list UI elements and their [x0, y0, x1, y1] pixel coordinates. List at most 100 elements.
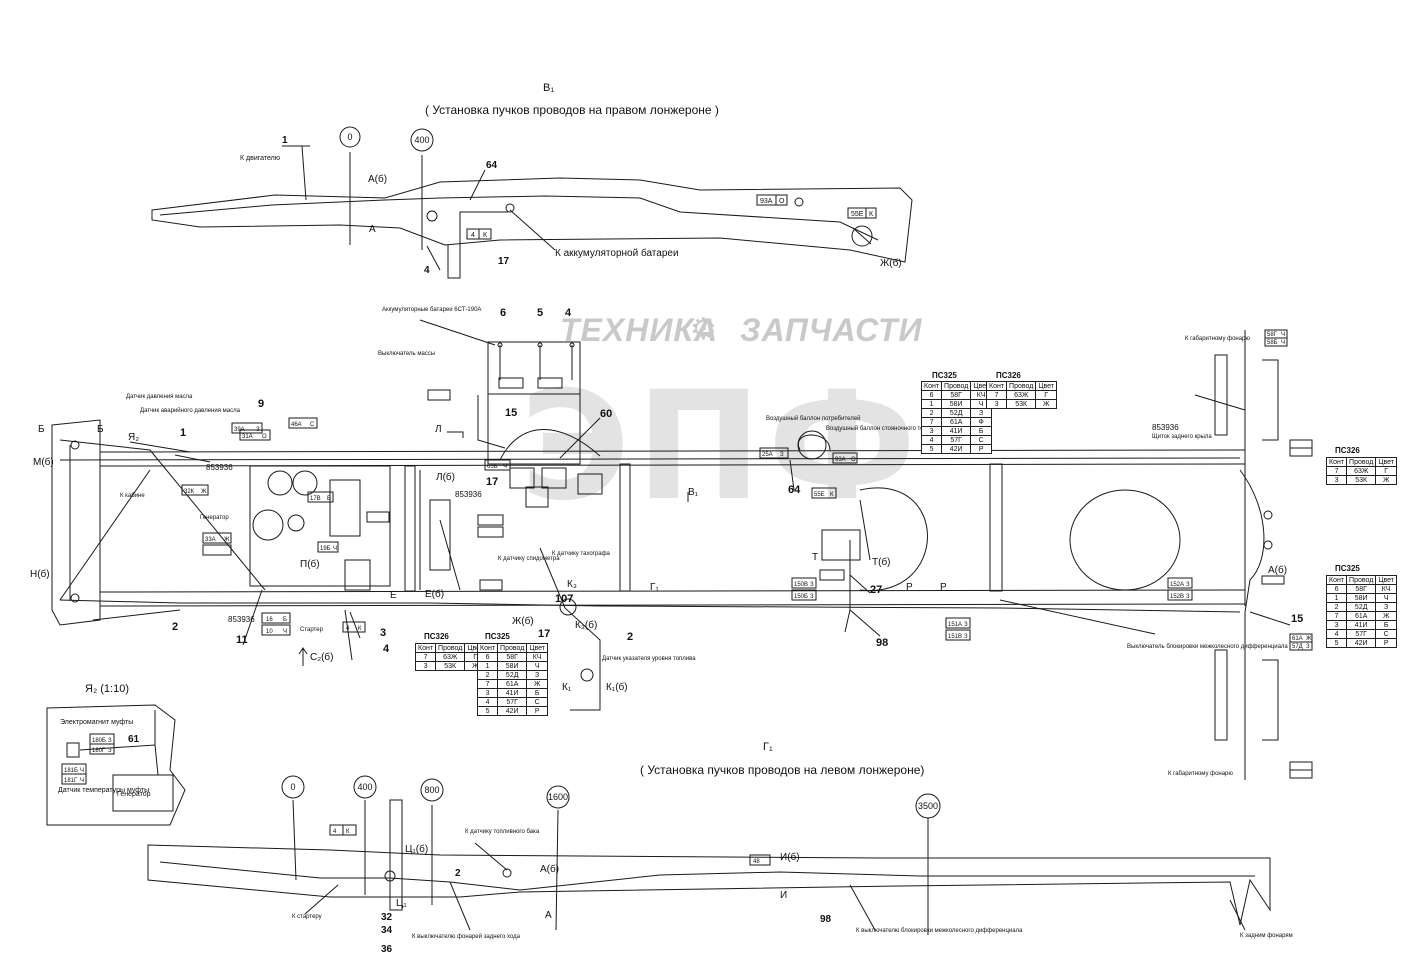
wire-tag: 17В [310, 496, 321, 502]
table-cell: 7 [476, 679, 499, 689]
mark-a-top: А [369, 224, 376, 235]
tag-4-bottom: 4 [333, 829, 337, 835]
main-harness-top [59, 457, 1241, 461]
mark-p6: П(б) [300, 558, 320, 570]
table-cell: КЧ [1375, 584, 1398, 594]
wire-tag-color: З [1306, 644, 1310, 650]
mark-r1: Р [906, 582, 913, 593]
table-header: Конт [1325, 575, 1348, 585]
mark-t6: Т(б) [872, 556, 891, 568]
num-17-top: 17 [498, 256, 510, 267]
table-cell: З [970, 408, 993, 418]
num-64-main: 64 [788, 484, 801, 496]
wire-tag-color: З [256, 427, 260, 433]
mark-r2: Р [940, 582, 947, 593]
table-header: Цвет [1375, 575, 1398, 585]
table-header: Цвет [1375, 457, 1398, 467]
label-air-tank2: Воздушный баллон потребителей [766, 415, 860, 422]
table-cell: 2 [1325, 602, 1348, 612]
table-cell: Р [970, 444, 993, 454]
table-cell: 53К [1346, 475, 1377, 485]
table-cell: Ж [1035, 399, 1058, 409]
label-to-starter: К стартеру [292, 914, 322, 920]
inset-tag: 181Б [64, 768, 78, 774]
station-bottom-0: 0 [290, 782, 295, 792]
mark-t: Т [812, 552, 818, 563]
table-header: Конт [920, 381, 943, 391]
table-cell: 63Ж [1346, 466, 1377, 476]
label-853936-c: 853936 [1152, 423, 1179, 432]
wire-tag: 152А [1170, 582, 1184, 588]
table-cell: 7 [1325, 611, 1348, 621]
label-switch: Выключатель массы [378, 351, 435, 357]
num-4-main: 4 [565, 307, 572, 319]
table-cell: 4 [1325, 629, 1348, 639]
num-4b-main: 4 [383, 643, 390, 655]
wire-tag: 19Б [320, 546, 331, 552]
label-rear-shield: Щиток заднего крыла [1152, 434, 1212, 440]
inset-tag-color: Ч [80, 778, 84, 784]
wire-tag-color: Ч [1281, 340, 1285, 346]
label-air-tank: Воздушный баллон стояночного тормоза [826, 425, 941, 432]
num-98-main: 98 [876, 637, 888, 649]
inset-tag-color: Ч [80, 768, 84, 774]
mark-k3b: К₃(б) [575, 619, 597, 631]
wire-tag-color: З [964, 622, 968, 628]
table-cell: 52Д [1346, 602, 1377, 612]
table-cell: 1 [476, 661, 499, 671]
num-2b-main: 2 [627, 631, 633, 643]
mark-g1: Г₁ [650, 582, 659, 593]
station-top-400: 400 [414, 135, 429, 145]
table-cell: 58Г [497, 652, 528, 662]
table-cell: 6 [476, 652, 499, 662]
label-to-battery: К аккумуляторной батареи [555, 247, 679, 259]
wire-tag-color: Б [283, 617, 287, 623]
table-cell: 3 [920, 426, 943, 436]
table-cell: 5 [1325, 638, 1348, 648]
label-rear-lamp-bottom: К габаритному фонарю [1168, 771, 1233, 777]
table-cell: 53К [1006, 399, 1037, 409]
table-cell: 42И [1346, 638, 1377, 648]
inset-tag: 180Г [92, 748, 106, 754]
mark-k3: К₃ [567, 579, 577, 590]
station-bottom-1600: 1600 [548, 792, 568, 802]
wire-tag: 16 [266, 617, 273, 623]
tag-93a: 93А [760, 198, 773, 205]
wire-tag-color: К [358, 626, 362, 632]
table-cell: 58Г [941, 390, 972, 400]
wire-tag: 65Б [487, 464, 498, 470]
wire-tag-color: О [262, 434, 267, 440]
table-cell: Ч [526, 661, 549, 671]
right-spar-outline [151, 177, 913, 263]
label-reverse-lamps: К выключателю фонарей заднего хода [412, 933, 521, 940]
table-cell: 57Г [497, 697, 528, 707]
num-60-main: 60 [600, 408, 612, 420]
title-right-spar: ( Установка пучков проводов на правом ло… [425, 103, 719, 117]
table-cell: 57Г [1346, 629, 1377, 639]
wire-tag: 150Б [794, 594, 808, 600]
mark-i: И [780, 890, 787, 901]
num-32-bottom: 32 [381, 912, 393, 923]
table-cell: 42И [941, 444, 972, 454]
mark-c1b: Ц₁(б) [405, 843, 428, 855]
table-cell: 4 [476, 697, 499, 707]
table-cell: 53К [435, 661, 466, 671]
tag-4: 4 [471, 232, 475, 239]
title-left-spar: ( Установка пучков проводов на левом лон… [640, 763, 925, 777]
station-bottom-3500: 3500 [918, 801, 938, 811]
table-cell: 41И [941, 426, 972, 436]
mark-e: Е [390, 590, 397, 601]
table-cell: 58И [941, 399, 972, 409]
wire-tag-color: Ч [333, 546, 337, 552]
label-emergency-oil: Датчик аварийного давления масла [140, 407, 241, 414]
label-to-cabin: К кабине [120, 493, 145, 499]
table-header: Провод [435, 643, 466, 653]
inset-clutch-magnet: Электромагнит муфты [60, 719, 133, 726]
inset-num: 61 [128, 734, 140, 745]
label-fuel-gauge: Датчик указателя уровня топлива [602, 656, 696, 662]
num-17b-main: 17 [538, 628, 550, 640]
table-cell: 3 [985, 399, 1008, 409]
label-diff-switch: К выключателю блокировки межколесного ди… [856, 928, 1023, 934]
